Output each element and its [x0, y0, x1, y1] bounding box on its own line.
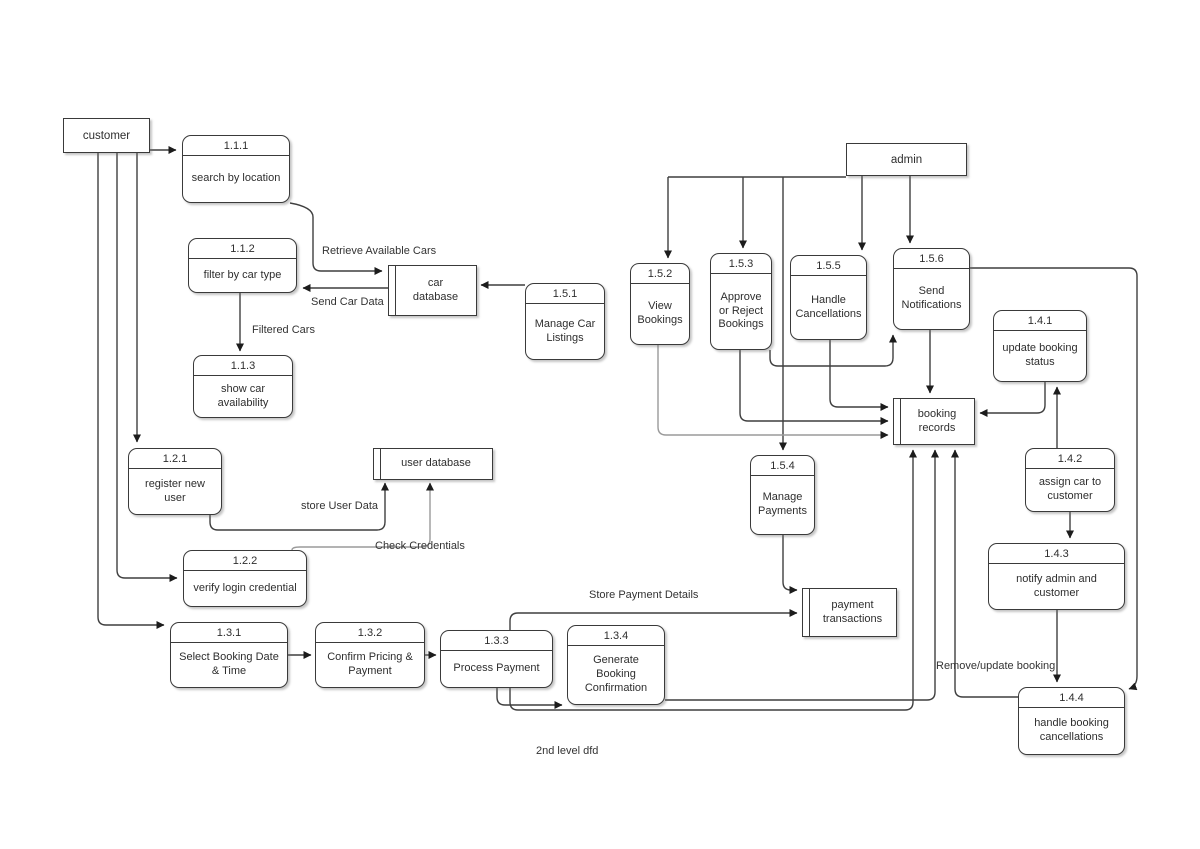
process-label: show car availability [217, 382, 269, 409]
flow-label-filtered-cars: Filtered Cars [252, 324, 315, 336]
process-number: 1.5.1 [526, 284, 604, 304]
flow-label-store-user-data: store User Data [301, 500, 379, 512]
entity-label: admin [890, 153, 923, 166]
process-1-5-5: 1.5.5 Handle Cancellations [790, 255, 867, 340]
process-number: 1.5.3 [711, 254, 771, 274]
process-number: 1.3.4 [568, 626, 664, 646]
datastore-label: car database [412, 276, 459, 303]
flow-verify-to-user-database [291, 482, 434, 551]
datastore-label: booking records [917, 407, 957, 434]
process-1-5-4: 1.5.4 Manage Payments [750, 455, 815, 535]
flow-label-retrieve-available-cars: Retrieve Available Cars [322, 245, 437, 257]
flow-search-to-car-database [289, 202, 383, 275]
process-number: 1.5.5 [791, 256, 866, 276]
process-label: assign car to customer [1038, 476, 1102, 502]
flow-process-payment-to-payment-transactions [509, 609, 798, 630]
process-1-3-1: 1.3.1 Select Booking Date & Time [170, 622, 288, 688]
flow-label-remove-update-booking: Remove/update booking [936, 660, 1056, 672]
process-1-2-1: 1.2.1 register new user [128, 448, 222, 515]
process-1-4-2: 1.4.2 assign car to customer [1025, 448, 1115, 512]
process-number: 1.5.4 [751, 456, 814, 476]
process-number: 1.4.4 [1019, 688, 1124, 708]
process-1-3-3: 1.3.3 Process Payment [440, 630, 553, 688]
process-1-2-2: 1.2.2 verify login credential [183, 550, 307, 607]
flow-approve-reject-to-send-notifications [769, 334, 897, 367]
process-1-1-3: 1.1.3 show car availability [193, 355, 293, 418]
process-label: Confirm Pricing & Payment [327, 651, 413, 677]
process-number: 1.4.3 [989, 544, 1124, 564]
process-label: Approve or Reject Bookings [718, 290, 764, 331]
process-number: 1.5.6 [894, 249, 969, 269]
process-label: search by location [191, 172, 281, 185]
process-1-4-3: 1.4.3 notify admin and customer [988, 543, 1125, 610]
flow-customer-to-verify-login [116, 153, 178, 582]
flow-view-bookings-to-booking-records [657, 345, 889, 439]
process-1-5-3: 1.5.3 Approve or Reject Bookings [710, 253, 772, 350]
datastore-booking-records: booking records [893, 398, 975, 445]
process-label: Handle Cancellations [795, 293, 862, 320]
datastore-payment-transactions: payment transactions [802, 588, 897, 637]
process-label: register new user [145, 477, 205, 504]
flow-generate-confirmation-to-booking-records [665, 449, 939, 701]
process-number: 1.1.2 [189, 239, 296, 259]
process-label: Send Notifications [901, 285, 962, 311]
process-label: verify login credential [193, 581, 297, 594]
process-label: handle booking cancellations [1034, 717, 1109, 743]
process-label: Select Booking Date & Time [179, 651, 279, 677]
process-number: 1.2.2 [184, 551, 306, 571]
entity-label: customer [82, 129, 131, 142]
flow-process-payment-to-booking-records [509, 449, 917, 711]
datastore-label: user database [401, 457, 471, 470]
process-label: Generate Booking Confirmation [584, 654, 648, 694]
datastore-car-database: car database [388, 265, 477, 316]
entity-customer: customer [63, 118, 150, 153]
process-number: 1.5.2 [631, 264, 689, 284]
process-1-5-6: 1.5.6 Send Notifications [893, 248, 970, 330]
process-label: View Bookings [637, 300, 683, 326]
flow-register-to-user-database [209, 482, 389, 531]
flow-label-store-payment-details: Store Payment Details [589, 589, 699, 601]
datastore-user-database: user database [373, 448, 493, 480]
process-label: Process Payment [453, 662, 540, 675]
process-number: 1.4.2 [1026, 449, 1114, 469]
flow-handle-cancellations-144-to-booking-records [951, 449, 1018, 698]
process-1-5-2: 1.5.2 View Bookings [630, 263, 690, 345]
process-1-4-1: 1.4.1 update booking status [993, 310, 1087, 382]
process-1-1-2: 1.1.2 filter by car type [188, 238, 297, 293]
flow-label-check-credentials: Check Credentials [375, 540, 465, 552]
datastore-label: payment transactions [822, 598, 883, 625]
process-1-5-1: 1.5.1 Manage Car Listings [525, 283, 605, 360]
process-label: filter by car type [203, 268, 282, 281]
process-1-4-4: 1.4.4 handle booking cancellations [1018, 687, 1125, 755]
process-number: 1.4.1 [994, 311, 1086, 331]
flow-send-notifications-to-handle-booking-cancellations [970, 267, 1138, 691]
flow-manage-payments-to-payment-transactions [782, 535, 798, 594]
process-1-1-1: 1.1.1 search by location [182, 135, 290, 203]
process-label: notify admin and customer [1016, 572, 1097, 599]
flow-process-payment-to-generate-confirmation [496, 688, 563, 709]
flow-handle-cancellations-to-booking-records [829, 340, 889, 411]
flow-update-status-to-booking-records [979, 382, 1046, 417]
process-label: update booking status [1002, 342, 1078, 368]
diagram-caption: 2nd level dfd [536, 745, 599, 757]
process-label: Manage Payments [758, 491, 807, 517]
process-number: 1.2.1 [129, 449, 221, 469]
flow-customer-to-select-booking [97, 153, 165, 629]
flow-approve-reject-to-booking-records [739, 350, 889, 425]
process-number: 1.3.1 [171, 623, 287, 643]
process-label: Manage Car Listings [534, 317, 596, 344]
process-number: 1.3.3 [441, 631, 552, 651]
entity-admin: admin [846, 143, 967, 176]
process-1-3-2: 1.3.2 Confirm Pricing & Payment [315, 622, 425, 688]
process-number: 1.1.1 [183, 136, 289, 156]
process-number: 1.3.2 [316, 623, 424, 643]
flow-label-send-car-data: Send Car Data [311, 296, 384, 308]
process-1-3-4: 1.3.4 Generate Booking Confirmation [567, 625, 665, 705]
process-number: 1.1.3 [194, 356, 292, 376]
